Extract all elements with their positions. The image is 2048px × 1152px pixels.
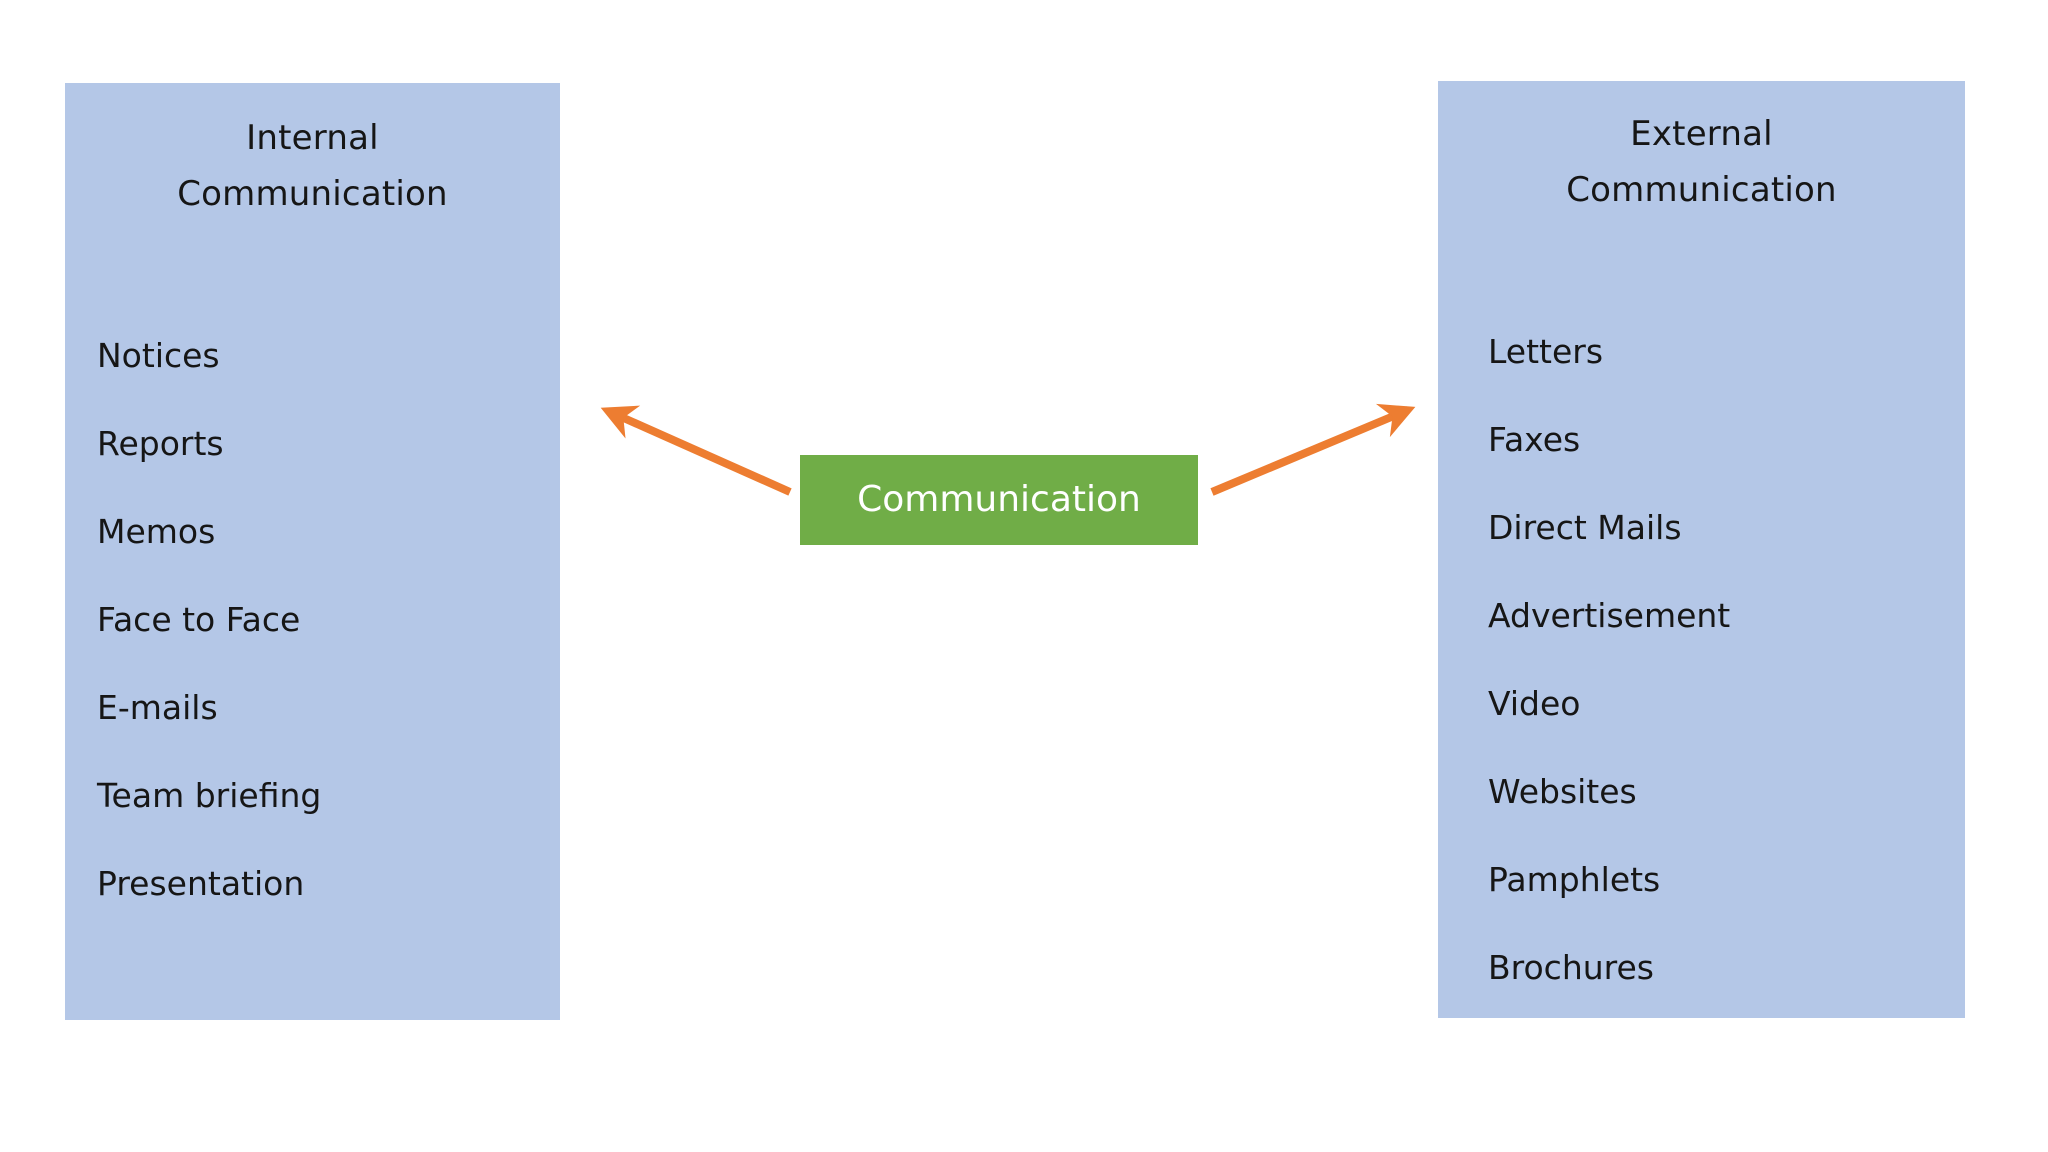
list-item: Team briefing bbox=[97, 776, 322, 815]
list-item: Video bbox=[1488, 684, 1581, 723]
arrow-to-external bbox=[1210, 403, 1416, 496]
list-item: Notices bbox=[97, 336, 220, 375]
list-item: Direct Mails bbox=[1488, 508, 1682, 547]
panel-internal-title: Internal Communication bbox=[177, 118, 448, 214]
list-item: Letters bbox=[1488, 332, 1604, 371]
list-item: Faxes bbox=[1488, 420, 1581, 459]
panel-internal-communication: Internal Communication Notices Reports M… bbox=[65, 83, 560, 1020]
center-node-communication: Communication bbox=[800, 455, 1198, 545]
arrow-to-internal bbox=[600, 405, 792, 496]
panel-external-title: External Communication bbox=[1566, 114, 1837, 210]
list-item: Reports bbox=[97, 424, 224, 463]
list-item: Memos bbox=[97, 512, 216, 551]
list-item: Pamphlets bbox=[1488, 860, 1661, 899]
center-node-label: Communication bbox=[857, 479, 1141, 520]
list-item: Brochures bbox=[1488, 948, 1654, 987]
panel-external-communication: External Communication Letters Faxes Dir… bbox=[1438, 81, 1965, 1018]
list-item: E-mails bbox=[97, 688, 218, 727]
list-item: Presentation bbox=[97, 864, 305, 903]
list-item: Face to Face bbox=[97, 600, 301, 639]
list-item: Advertisement bbox=[1488, 596, 1731, 635]
internal-communication-list: Notices Reports Memos Face to Face E-mai… bbox=[97, 337, 321, 953]
external-communication-list: Letters Faxes Direct Mails Advertisement… bbox=[1488, 333, 1730, 1037]
list-item: Websites bbox=[1488, 772, 1637, 811]
